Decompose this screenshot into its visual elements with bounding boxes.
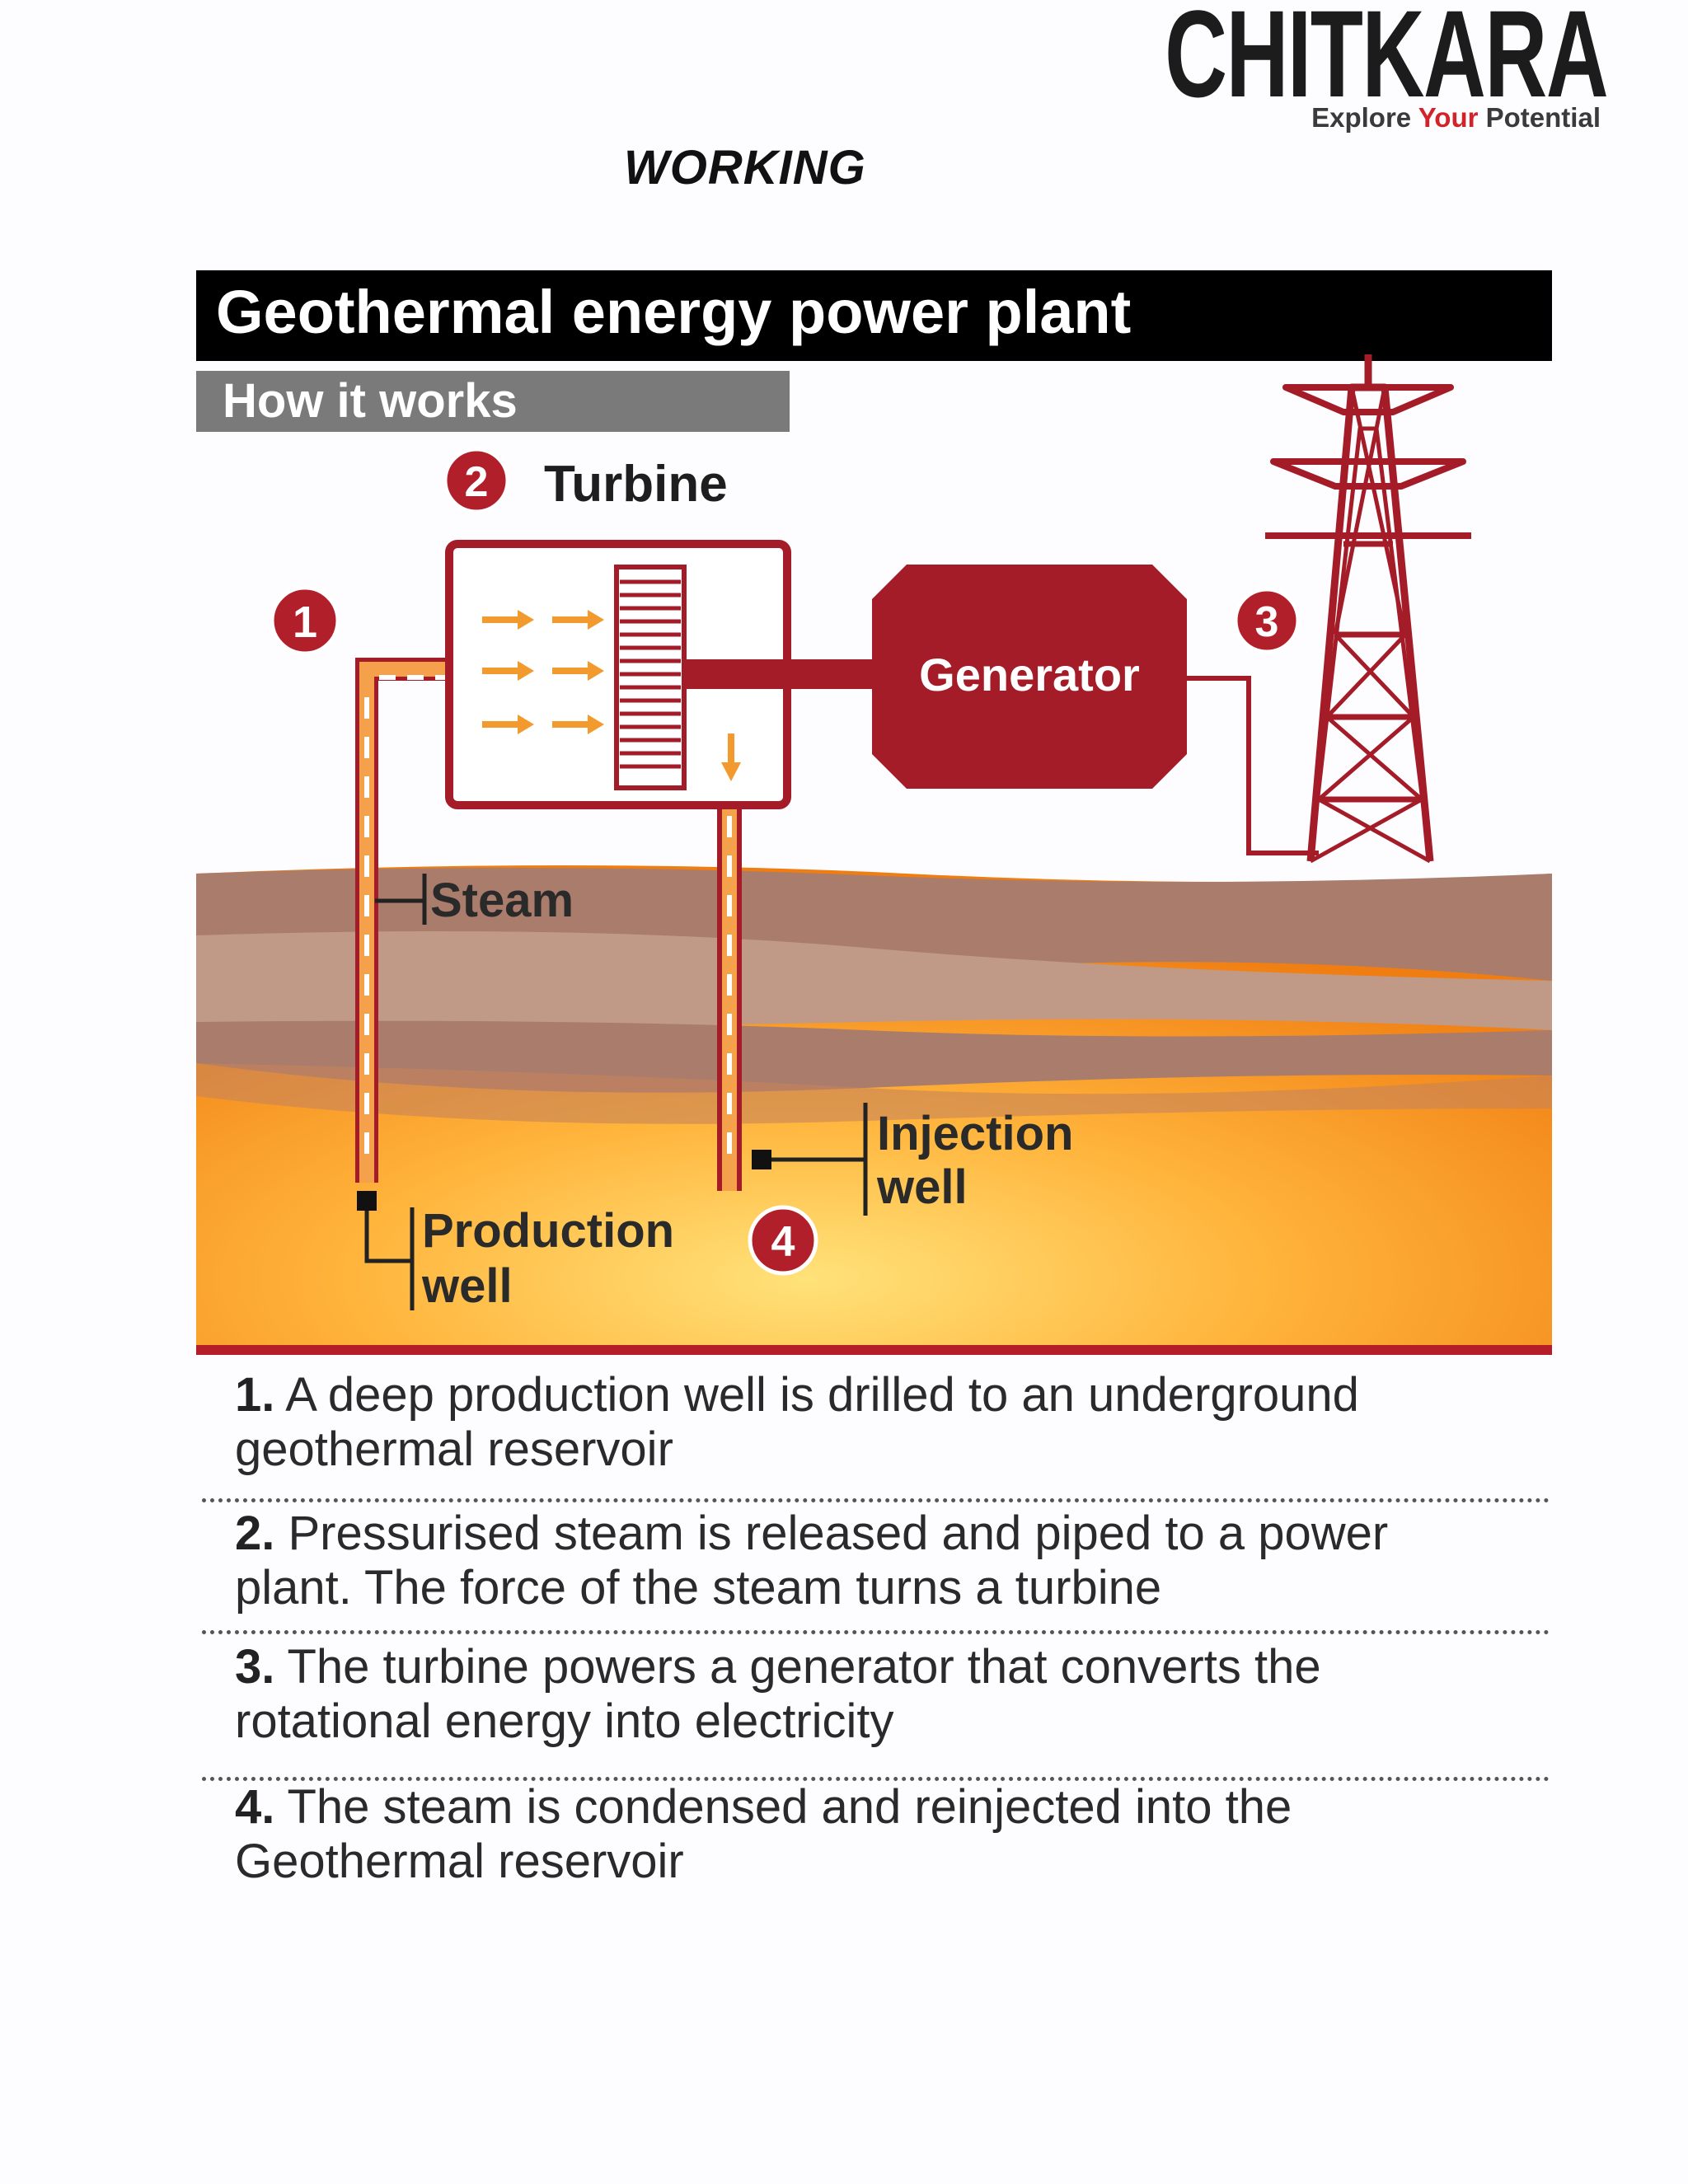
production-label-line2: well bbox=[421, 1259, 513, 1313]
injection-well-head bbox=[752, 1150, 771, 1169]
step-4: 4. The steam is condensed and reinjected… bbox=[235, 1780, 1292, 1888]
marker-3: 3 bbox=[1233, 587, 1301, 654]
svg-text:2: 2 bbox=[465, 458, 489, 506]
logo-tagline: Explore Your Potential bbox=[1311, 102, 1601, 134]
step-divider bbox=[202, 1777, 1550, 1781]
steps-list-4: 4. The steam is condensed and reinjected… bbox=[235, 1780, 1554, 1904]
subtitle-bar bbox=[196, 371, 790, 432]
tagline-end: Potential bbox=[1478, 102, 1601, 133]
title-bar bbox=[196, 270, 1552, 361]
steam-flow-arrows bbox=[482, 610, 741, 781]
diagram-title: Geothermal energy power plant bbox=[216, 278, 1131, 346]
marker-2: 2 bbox=[443, 447, 510, 514]
production-well-pipe bbox=[355, 658, 453, 1183]
step-2: 2. Pressurised steam is released and pip… bbox=[235, 1507, 1389, 1615]
step-3: 3. The turbine powers a generator that c… bbox=[235, 1640, 1321, 1748]
production-label-line1: Production bbox=[422, 1204, 674, 1258]
diagram-subtitle: How it works bbox=[223, 374, 518, 428]
step-divider bbox=[202, 1630, 1550, 1634]
turbine-blades bbox=[614, 565, 687, 790]
page-heading: WORKING bbox=[624, 141, 866, 194]
steps-list: 1. A deep production well is drilled to … bbox=[235, 1368, 1554, 1492]
marker-1: 1 bbox=[270, 585, 340, 656]
ground-strata bbox=[196, 865, 1552, 1352]
generator-body bbox=[872, 565, 1187, 789]
power-cable bbox=[1187, 676, 1319, 855]
marker-4: 4 bbox=[748, 1205, 818, 1276]
step-divider bbox=[202, 1498, 1550, 1502]
tagline-start: Explore bbox=[1311, 102, 1418, 133]
steam-bracket bbox=[375, 874, 427, 925]
tagline-accent: Your bbox=[1418, 102, 1479, 133]
ground-bottom-line bbox=[196, 1345, 1552, 1355]
steam-label: Steam bbox=[430, 874, 574, 927]
steps-list-3: 3. The turbine powers a generator that c… bbox=[235, 1640, 1554, 1764]
step-1: 1. A deep production well is drilled to … bbox=[235, 1368, 1359, 1476]
injection-label-line2: well bbox=[876, 1160, 968, 1214]
chitkara-logo: CHITKARA Explore Your Potential bbox=[1137, 0, 1608, 144]
turbine-shaft bbox=[684, 659, 886, 689]
production-bracket bbox=[364, 1207, 415, 1310]
svg-text:3: 3 bbox=[1255, 598, 1279, 646]
transmission-tower bbox=[1265, 354, 1471, 864]
generator-label: Generator bbox=[919, 649, 1140, 701]
injection-bracket bbox=[771, 1103, 868, 1216]
svg-text:1: 1 bbox=[293, 598, 317, 647]
turbine-label: Turbine bbox=[544, 456, 728, 513]
injection-label-line1: Injection bbox=[877, 1107, 1073, 1160]
logo-wordmark: CHITKARA bbox=[1164, 0, 1608, 123]
steps-list-2: 2. Pressurised steam is released and pip… bbox=[235, 1507, 1554, 1630]
svg-text:4: 4 bbox=[771, 1218, 795, 1266]
turbine-blade-lines bbox=[620, 579, 681, 769]
production-well-head bbox=[357, 1191, 377, 1211]
